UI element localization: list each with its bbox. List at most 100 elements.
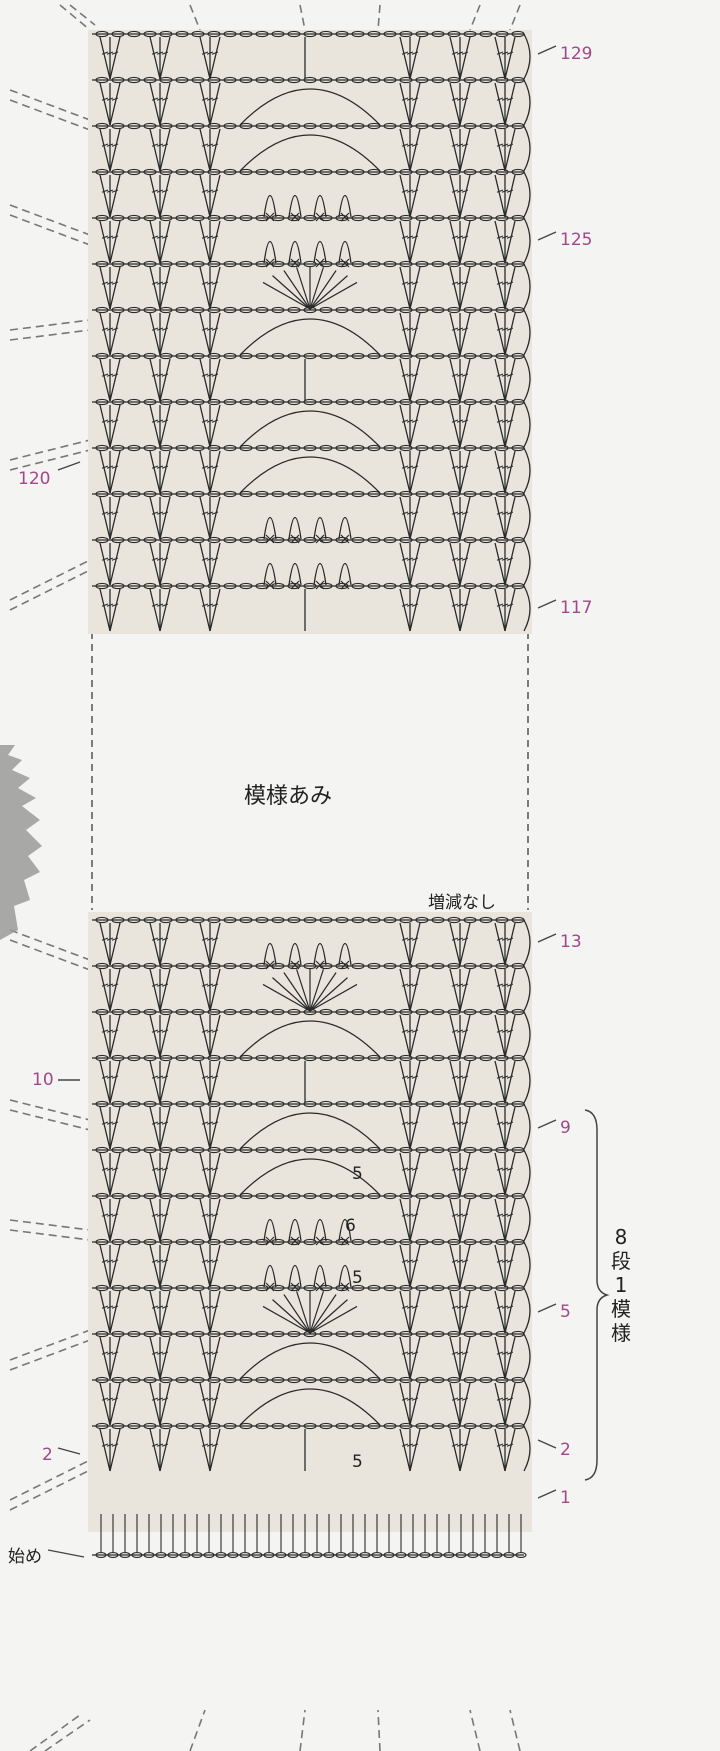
double-crochet — [159, 1336, 171, 1380]
double-crochet — [399, 128, 411, 172]
chain-stitch — [175, 1054, 189, 1062]
double-crochet — [159, 1152, 171, 1196]
chain-stitch — [159, 260, 173, 268]
chain-stitch — [319, 1238, 333, 1246]
double-crochet — [149, 1152, 161, 1196]
chain-stitch — [175, 352, 189, 360]
double-crochet — [449, 588, 461, 632]
dc-bar — [101, 1351, 109, 1355]
chain-stitch — [239, 1054, 253, 1062]
dc-bar — [156, 143, 164, 147]
dc-bar — [501, 1121, 509, 1125]
chain-stitch — [159, 1192, 173, 1200]
chain-stitch — [143, 1238, 157, 1246]
foundation-stitch — [95, 1552, 107, 1558]
dc-bar — [406, 373, 414, 377]
dc-bar — [501, 327, 509, 331]
chain-loop — [338, 562, 352, 586]
chain-stitch — [319, 1376, 333, 1384]
double-crochet — [494, 496, 506, 540]
chain-stitch — [111, 1422, 125, 1430]
fan-stitch — [309, 969, 324, 1012]
dc-bar — [501, 1029, 509, 1033]
double-crochet — [199, 312, 211, 356]
double-crochet — [459, 542, 471, 586]
chain-stitch — [175, 30, 189, 38]
dc-bar — [406, 1259, 414, 1263]
double-crochet — [109, 496, 121, 540]
double-crochet — [199, 174, 211, 218]
double-crochet — [109, 1336, 121, 1380]
turning-chain — [523, 447, 531, 494]
dc-bar — [161, 235, 169, 239]
chain-stitch — [319, 260, 333, 268]
dc-bar — [411, 1443, 419, 1447]
dc-bar — [461, 1029, 469, 1033]
double-crochet — [504, 128, 516, 172]
dc-bar — [156, 1397, 164, 1401]
chain-stitch — [159, 398, 173, 406]
dc-bar — [451, 235, 459, 239]
dc-bar — [161, 1213, 169, 1217]
dc-bar — [111, 281, 119, 285]
chain-stitch — [111, 1008, 125, 1016]
dc-bar — [496, 1397, 504, 1401]
double-crochet — [209, 1152, 221, 1196]
dc-bar — [411, 327, 419, 331]
chain-stitch — [95, 76, 109, 84]
dc-bar — [106, 603, 114, 607]
chain-stitch — [383, 30, 397, 38]
double-crochet — [504, 36, 516, 80]
chain-stitch — [367, 916, 381, 924]
dc-bar — [211, 1029, 219, 1033]
double-crochet — [399, 922, 411, 966]
chain-stitch — [223, 30, 237, 38]
double-crochet — [149, 922, 161, 966]
foundation-stitch — [143, 1552, 155, 1558]
double-crochet — [109, 266, 121, 310]
chain-stitch — [479, 582, 493, 590]
foundation-stitch — [503, 1552, 515, 1558]
chain-stitch — [447, 122, 461, 130]
chain-stitch — [287, 582, 301, 590]
dc-bar — [211, 373, 219, 377]
chain-stitch — [319, 1146, 333, 1154]
chain-loop — [288, 1218, 302, 1242]
double-crochet — [99, 82, 111, 126]
chain-stitch — [447, 30, 461, 38]
dc-bar — [206, 97, 214, 101]
chain-stitch — [319, 306, 333, 314]
dc-bar — [411, 97, 419, 101]
dc-bar — [161, 373, 169, 377]
chain-stitch — [159, 352, 173, 360]
dc-bar — [101, 143, 109, 147]
double-crochet — [149, 968, 161, 1012]
chain-stitch — [479, 1422, 493, 1430]
dc-bar — [156, 235, 164, 239]
dc-bar — [406, 419, 414, 423]
chain-stitch — [143, 1376, 157, 1384]
dc-bar — [211, 419, 219, 423]
chain-stitch — [335, 76, 349, 84]
dc-bar — [411, 1259, 419, 1263]
dc-bar — [106, 1167, 114, 1171]
double-crochet — [459, 1106, 471, 1150]
chain-stitch — [271, 536, 285, 544]
chain-stitch — [271, 168, 285, 176]
dc-bar — [106, 465, 114, 469]
chain-stitch — [319, 962, 333, 970]
chain-stitch — [335, 1422, 349, 1430]
dc-bar — [101, 1213, 109, 1217]
foundation-stitch — [155, 1552, 167, 1558]
foundation-stitch — [167, 1552, 179, 1558]
double-crochet — [459, 1198, 471, 1242]
dc-bar — [156, 511, 164, 515]
chain-stitch — [351, 1008, 365, 1016]
double-crochet — [459, 496, 471, 540]
chain-stitch — [143, 352, 157, 360]
chain-stitch — [303, 76, 317, 84]
chain-stitch — [255, 1146, 269, 1154]
dc-bar — [151, 235, 159, 239]
turning-chain — [523, 1379, 531, 1426]
dc-bar — [151, 1213, 159, 1217]
